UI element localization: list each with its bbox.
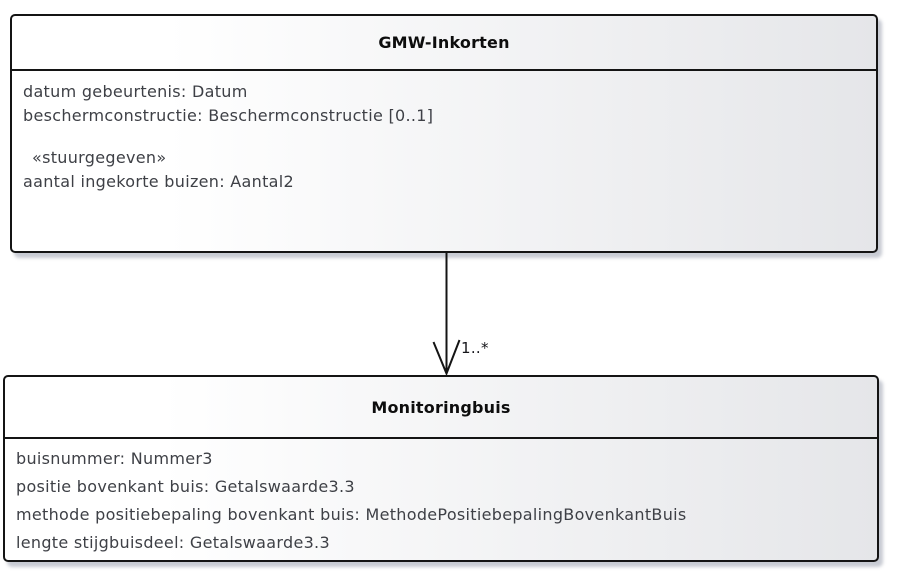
attributes-compartment: buisnummer: Nummer3 positie bovenkant bu… [5,439,877,557]
stereotype-stuurgegeven: «stuurgegeven» [32,148,167,167]
connector-arrowhead [432,339,461,377]
attribute-datum-gebeurtenis: datum gebeurtenis: Datum [23,82,248,101]
attribute-lengte-stijgbuisdeel: lengte stijgbuisdeel: Getalswaarde3.3 [16,533,330,552]
attributes-compartment: datum gebeurtenis: Datum beschermconstru… [12,71,876,194]
class-title-bar: Monitoringbuis [5,377,877,439]
uml-class-monitoringbuis: Monitoringbuis buisnummer: Nummer3 posit… [3,375,879,562]
attribute-aantal-ingekorte-buizen: aantal ingekorte buizen: Aantal2 [23,172,295,191]
attribute-buisnummer: buisnummer: Nummer3 [16,449,213,468]
attribute-group-spacer [23,128,866,146]
attribute-beschermconstructie: beschermconstructie: Beschermconstructie… [23,106,434,125]
uml-class-gmw-inkorten: GMW-Inkorten datum gebeurtenis: Datum be… [10,14,878,253]
attribute-positie-bovenkant-buis: positie bovenkant buis: Getalswaarde3.3 [16,477,355,496]
class-title-bar: GMW-Inkorten [12,16,876,71]
class-title-gmw-inkorten: GMW-Inkorten [378,33,510,52]
attribute-methode-positiebepaling: methode positiebepaling bovenkant buis: … [16,505,687,524]
multiplicity-label: 1..* [461,339,489,357]
class-title-monitoringbuis: Monitoringbuis [371,397,511,417]
